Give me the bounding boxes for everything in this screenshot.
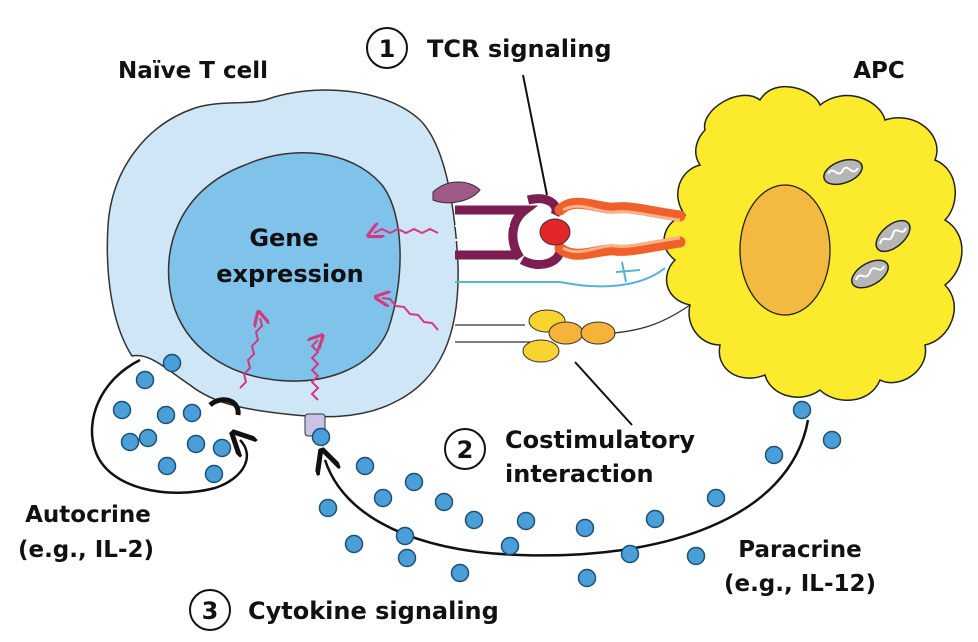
signal-arrows	[239, 229, 439, 401]
step-1-number: 1	[379, 35, 396, 63]
thin-receptor	[455, 267, 666, 288]
apc-label: APC	[853, 58, 905, 84]
autocrine-receptor	[208, 397, 241, 416]
naive-t-cell-label: Naïve T cell	[118, 58, 268, 84]
paracrine-arrow	[325, 419, 810, 557]
thin-receptor-tip	[615, 261, 641, 283]
mhc-molecule	[554, 197, 686, 260]
autocrine-label-line1: Autocrine	[25, 502, 151, 528]
gene-expression-label-line1: Gene	[249, 224, 318, 252]
mitochondrion	[875, 219, 911, 253]
step-1-circle	[366, 27, 408, 69]
step-1-title: TCR signaling	[427, 35, 612, 63]
step-3-circle	[189, 589, 231, 631]
costimulatory-complex	[455, 304, 691, 363]
step-3-title: Cytokine signaling	[248, 597, 499, 625]
paracrine-label-line2: (e.g., IL-12)	[724, 571, 876, 597]
apc-nucleus	[739, 184, 831, 316]
step-2-title: Costimulatory	[505, 426, 695, 454]
cytokine-molecules	[112, 353, 842, 588]
gene-expression-label-line2: expression	[216, 260, 363, 288]
step-2-title-line2: interaction	[505, 460, 654, 488]
t-cell-nucleus	[167, 152, 401, 382]
mitochondrion	[851, 259, 889, 289]
mitochondrion	[823, 158, 863, 186]
costim-pointer-line	[574, 361, 633, 426]
paracrine-label-line1: Paracrine	[738, 537, 861, 563]
step-2-circle	[444, 428, 486, 470]
autocrine-label-line2: (e.g., IL-2)	[18, 537, 154, 563]
antigen-peptide	[539, 218, 571, 246]
step-3-number: 3	[202, 597, 219, 625]
tcr-pointer-line	[522, 74, 548, 196]
step-2-number: 2	[457, 436, 474, 464]
tcr-complex	[455, 194, 565, 269]
t-cell-receptor-stub	[432, 181, 481, 204]
autocrine-arrow	[90, 358, 247, 494]
